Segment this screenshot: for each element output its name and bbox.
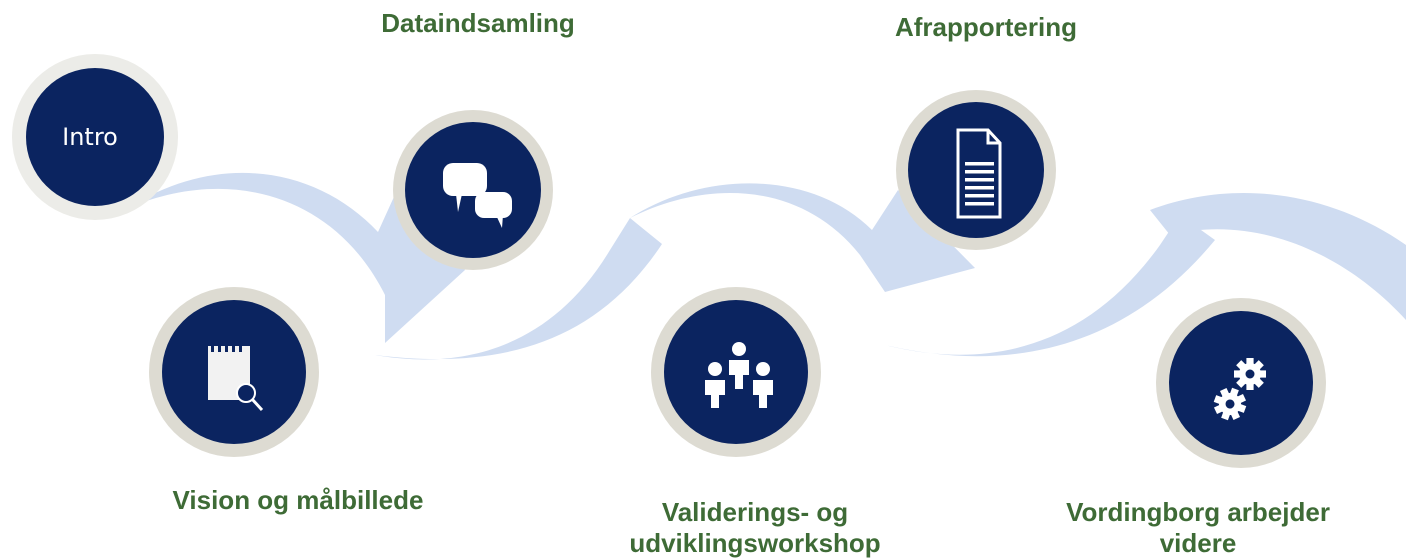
dataindsamling-node (393, 110, 553, 270)
ribbon-arrow-2 (375, 218, 662, 360)
ribbon-arrow-3 (630, 183, 975, 292)
ribbon-arrow-1 (128, 172, 465, 343)
dataindsamling-label: Dataindsamling (381, 8, 575, 38)
intro-node: Intro (12, 54, 178, 220)
document-icon (956, 128, 1002, 219)
ribbon-arrow-5 (1150, 192, 1406, 320)
videre-node (1156, 298, 1326, 468)
validering-label: Validerings- og udviklingsworkshop (629, 497, 881, 558)
group-people-icon (705, 342, 773, 408)
ribbon-arrows (128, 172, 1406, 360)
speech-bubbles-icon (443, 163, 512, 228)
vision-node (149, 287, 319, 457)
notepad-magnifier-icon (208, 346, 264, 412)
vision-label: Vision og målbillede (172, 485, 424, 515)
validering-node (651, 287, 821, 457)
intro-label: Intro (62, 123, 118, 151)
videre-label: Vordingborg arbejder videre (1066, 497, 1330, 558)
afrapportering-node (896, 90, 1056, 250)
afrapportering-label: Afrapportering (895, 12, 1077, 42)
